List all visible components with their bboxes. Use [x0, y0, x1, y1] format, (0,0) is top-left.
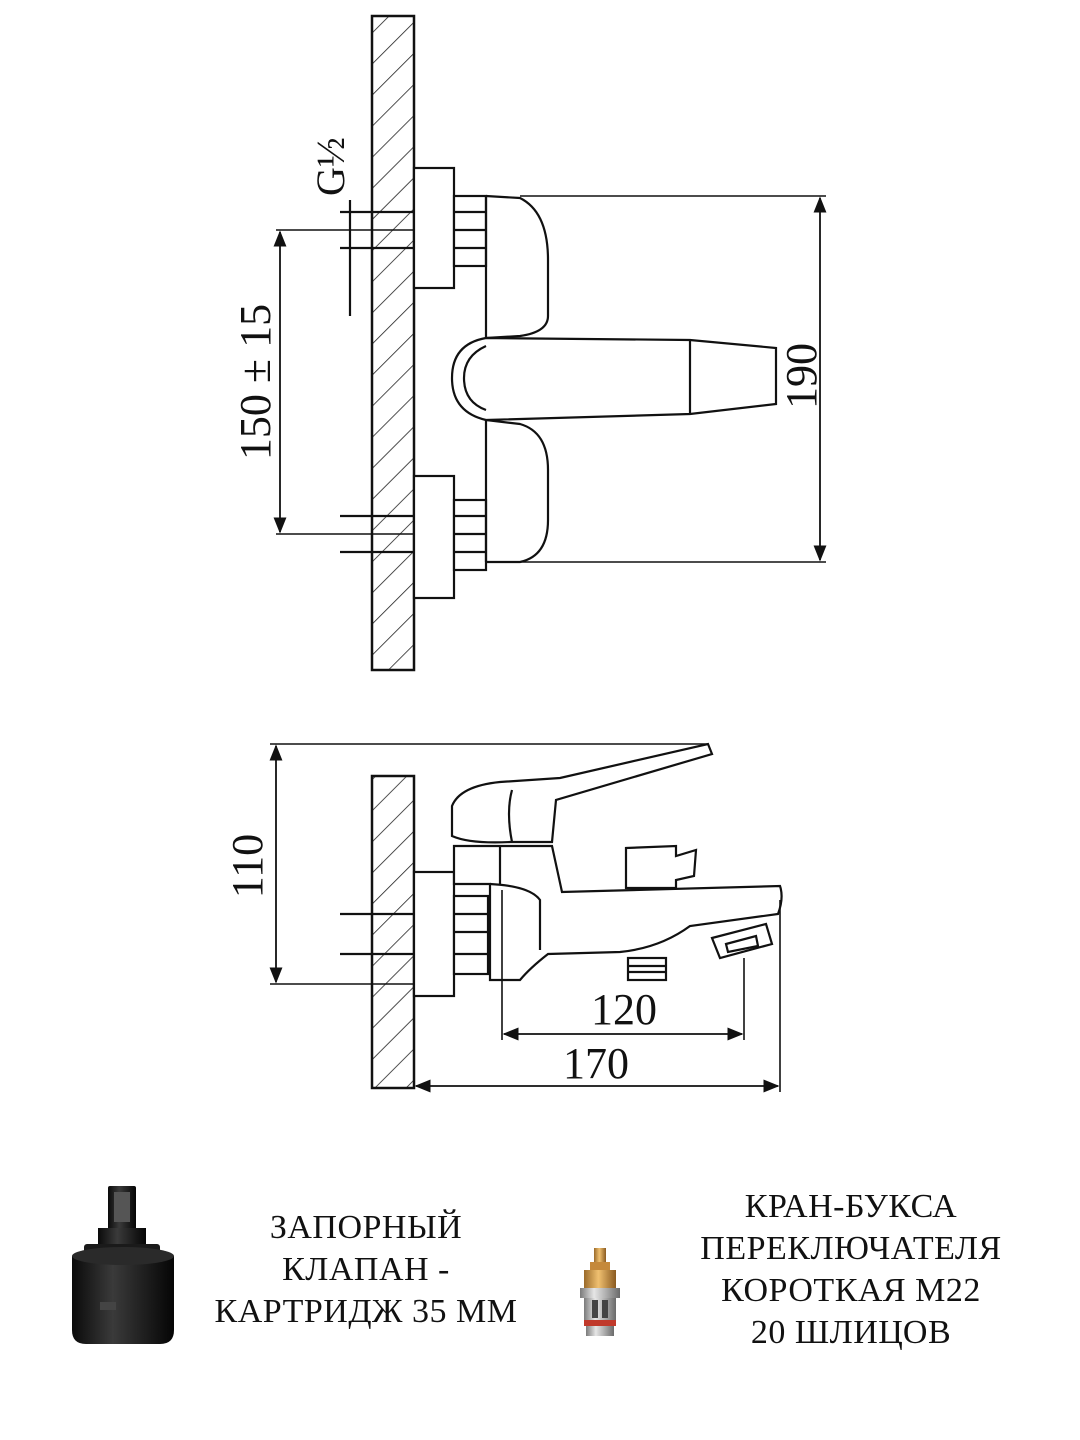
caption-cartridge-line-1: ЗАПОРНЫЙ	[269, 1209, 463, 1246]
front-view	[273, 14, 827, 672]
dim-height-front: 190	[777, 343, 826, 409]
lower-connector	[340, 474, 488, 600]
dim-spacing: 150 ± 15	[231, 304, 280, 460]
diverter-valve-icon	[580, 1248, 620, 1336]
wall-hatch-side	[370, 774, 416, 1090]
caption-cartridge-line-3: КАРТРИДЖ 35 ММ	[214, 1293, 518, 1330]
caption-diverter-line-3: КОРОТКАЯ М22	[721, 1272, 981, 1309]
lever-front	[450, 336, 778, 422]
dim-depth: 170	[563, 1039, 629, 1088]
caption-diverter-line-1: КРАН-БУКСА	[744, 1188, 958, 1225]
caption-cartridge-line-2: КЛАПАН -	[282, 1251, 450, 1288]
thread-label: G½	[308, 137, 353, 196]
caption-cartridge: ЗАПОРНЫЙ КЛАПАН - КАРТРИДЖ 35 ММ	[196, 1207, 536, 1333]
shower-outlet	[626, 956, 668, 982]
mixer-body-front	[485, 194, 550, 564]
side-view	[269, 742, 783, 1093]
dim-spout: 120	[591, 985, 657, 1034]
lever-side	[450, 742, 714, 844]
dim-height-side: 110	[223, 834, 272, 898]
caption-diverter-line-4: 20 ШЛИЦОВ	[750, 1314, 952, 1351]
wall-hatch	[370, 14, 416, 672]
diverter-knob-side	[624, 844, 698, 890]
caption-diverter: КРАН-БУКСА ПЕРЕКЛЮЧАТЕЛЯ КОРОТКАЯ М22 20…	[676, 1186, 1026, 1354]
cartridge-icon	[72, 1186, 174, 1344]
spout-aerator	[710, 922, 774, 960]
caption-diverter-line-2: ПЕРЕКЛЮЧАТЕЛЯ	[700, 1230, 1002, 1267]
mixer-body-side	[452, 844, 783, 982]
upper-connector	[340, 166, 488, 290]
